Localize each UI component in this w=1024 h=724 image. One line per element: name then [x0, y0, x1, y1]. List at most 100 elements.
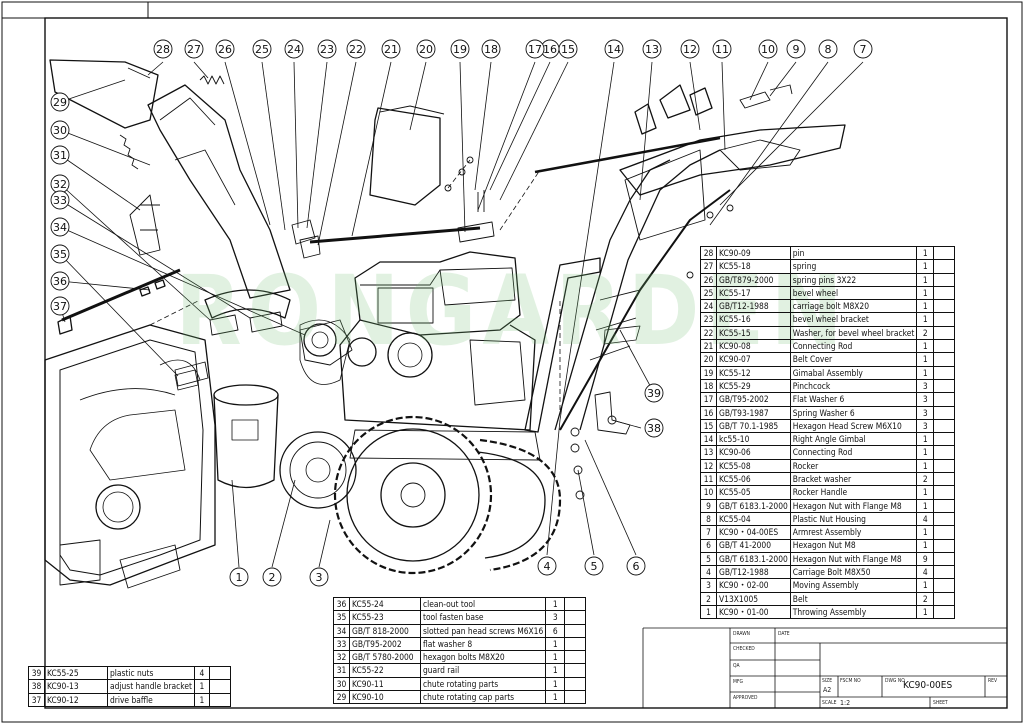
part-remarks	[933, 445, 956, 460]
callout-38: 38	[647, 422, 661, 435]
callout-30: 30	[53, 124, 67, 137]
part-number: 38	[28, 679, 45, 694]
part-number: 6	[700, 538, 717, 553]
pulleys	[279, 319, 377, 509]
callout-20: 20	[419, 43, 433, 56]
callout-2: 2	[269, 571, 276, 584]
part-number: 26	[700, 272, 717, 287]
part-quantity: 3	[916, 405, 935, 420]
part-quantity: 1	[916, 578, 935, 593]
tb-sheet: SHEET	[933, 700, 948, 706]
part-quantity: 4	[916, 565, 935, 580]
tb-rev: REV	[988, 678, 998, 684]
part-code: GB/T95-2002	[349, 636, 421, 652]
part-code: GB/T12-1988	[716, 299, 791, 314]
part-description: spring pins 3X22	[789, 272, 918, 287]
part-remarks	[933, 538, 956, 553]
discharge-chute	[49, 59, 291, 299]
part-description: Hexagon Nut with Flange M8	[789, 551, 918, 567]
exploded-parts-drawing	[44, 59, 846, 589]
belt-cover	[369, 105, 445, 206]
part-number: 15	[700, 418, 717, 434]
part-code: GB/T12-1988	[716, 565, 791, 580]
part-remarks	[933, 418, 956, 434]
part-number: 35	[333, 610, 350, 625]
assembly-lines	[149, 159, 561, 410]
part-quantity: 1	[916, 272, 935, 287]
part-code: GB/T879-2000	[716, 272, 791, 287]
part-code: KC55-04	[716, 511, 791, 527]
part-quantity: 3	[545, 610, 566, 625]
part-description: Hexagon Nut with Flange M8	[789, 498, 918, 513]
part-number: 7	[700, 525, 717, 540]
part-quantity: 1	[916, 445, 935, 460]
callout-10: 10	[761, 43, 775, 56]
part-description: bevel wheel bracket	[789, 312, 918, 327]
callout-11: 11	[715, 43, 729, 56]
part-code: KC90-07	[716, 352, 791, 367]
title-block	[642, 627, 1008, 709]
callout-35: 35	[53, 248, 67, 261]
part-remarks	[564, 610, 587, 625]
part-quantity: 1	[916, 339, 935, 354]
part-code: KC90-09	[716, 245, 791, 261]
tb-scale-label: SCALE	[822, 700, 837, 706]
part-description: hexagon bolts M8X20	[419, 650, 547, 665]
part-description: pin	[789, 245, 918, 261]
part-number: 20	[700, 352, 717, 367]
part-description: bevel wheel	[789, 285, 918, 301]
callout-37: 37	[53, 300, 67, 313]
part-number: 27	[700, 259, 717, 274]
part-number: 25	[700, 285, 717, 301]
callout-7: 7	[860, 43, 867, 56]
part-code: GB/T95-2002	[716, 392, 791, 407]
callout-27: 27	[187, 43, 201, 56]
part-quantity: 1	[916, 352, 935, 367]
part-description: plastic nuts	[107, 665, 195, 681]
corner-box	[1, 1, 149, 19]
part-remarks	[208, 692, 231, 707]
part-number: 32	[333, 650, 350, 665]
callout-16: 16	[543, 43, 557, 56]
part-code: KC55-05	[716, 485, 791, 500]
part-number: 24	[700, 299, 717, 314]
part-number: 9	[700, 498, 717, 513]
part-description: slotted pan head screws M6X16	[419, 623, 547, 638]
part-description: Rocker	[789, 458, 918, 474]
part-description: clean-out tool	[419, 596, 547, 612]
part-number: 23	[700, 312, 717, 327]
part-code: KC90・02-00	[716, 578, 791, 593]
part-quantity: 1	[545, 596, 566, 612]
part-number: 3	[700, 578, 717, 593]
part-description: tool fasten base	[419, 610, 547, 625]
part-quantity: 4	[916, 511, 935, 527]
part-code: GB/T93-1987	[716, 405, 791, 420]
part-number: 31	[333, 663, 350, 678]
part-number: 4	[700, 565, 717, 580]
part-quantity: 4	[193, 665, 210, 681]
part-quantity: 1	[916, 538, 935, 553]
part-code: KC55-25	[44, 665, 108, 681]
part-quantity: 2	[916, 325, 935, 341]
callout-19: 19	[453, 43, 467, 56]
